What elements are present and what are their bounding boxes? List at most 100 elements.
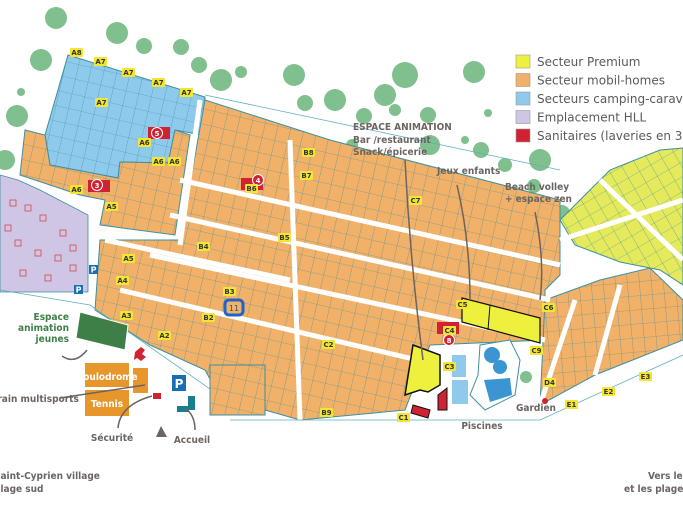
svg-text:P: P	[175, 377, 184, 391]
svg-text:B5: B5	[279, 234, 289, 242]
sector-tag-d4[interactable]: D4	[543, 378, 556, 387]
sector-tag-a7[interactable]: A7	[152, 78, 165, 87]
tree-gardien	[520, 371, 532, 383]
sector-tag-a7[interactable]: A7	[122, 68, 135, 77]
sector-tag-c4[interactable]: C4	[443, 326, 456, 335]
svg-text:A8: A8	[71, 49, 81, 57]
svg-text:C4: C4	[444, 327, 454, 335]
label-village-2: plage sud	[0, 484, 43, 495]
svg-text:E3: E3	[641, 373, 651, 381]
sector-tag-c3[interactable]: C3	[443, 362, 456, 371]
svg-text:B8: B8	[303, 149, 313, 157]
svg-text:11: 11	[229, 304, 239, 313]
label-piscines: Piscines	[461, 421, 502, 432]
sector-tag-a4[interactable]: A4	[116, 276, 129, 285]
sector-tag-b3[interactable]: B3	[223, 287, 236, 296]
svg-text:A3: A3	[121, 312, 131, 320]
label-jeunes-3: jeunes	[35, 334, 69, 345]
svg-text:A6: A6	[139, 139, 149, 147]
sector-tag-b4[interactable]: B4	[197, 242, 210, 251]
label-jeux-enfants: Jeux enfants	[436, 166, 500, 177]
boulodrome-court[interactable]	[85, 363, 129, 387]
sector-tag-a6[interactable]: A6	[70, 185, 83, 194]
sector-tag-b5[interactable]: B5	[278, 233, 291, 242]
legend-label: Sanitaires (laveries en 3	[537, 129, 682, 143]
sector-tag-c7[interactable]: C7	[409, 196, 422, 205]
sector-tag-a3[interactable]: A3	[120, 311, 133, 320]
sector-tag-a6[interactable]: A6	[168, 157, 181, 166]
sector-tag-a6[interactable]: A6	[138, 138, 151, 147]
label-boulodrome: Boulodrome	[76, 372, 137, 383]
svg-text:C2: C2	[323, 341, 333, 349]
svg-text:3: 3	[95, 182, 100, 190]
sector-tag-c5[interactable]: C5	[456, 300, 469, 309]
label-vers-1: Vers le g	[648, 471, 683, 482]
sector-tag-b8[interactable]: B8	[302, 148, 315, 157]
label-jeunes-2: animation	[18, 323, 69, 334]
tennis-court[interactable]	[85, 390, 129, 416]
svg-text:5: 5	[155, 130, 160, 138]
label-tennis: Tennis	[91, 399, 123, 410]
sector-tag-a8[interactable]: A8	[70, 48, 83, 57]
sector-tag-e1[interactable]: E1	[565, 400, 578, 409]
accueil-building[interactable]	[188, 396, 195, 410]
svg-text:D4: D4	[544, 379, 555, 387]
svg-text:B2: B2	[203, 314, 213, 322]
gardien-marker	[542, 398, 548, 404]
sector-tag-a7[interactable]: A7	[180, 88, 193, 97]
sector-tag-c1[interactable]: C1	[397, 413, 410, 422]
sector-tag-a5[interactable]: A5	[122, 254, 135, 263]
sector-tag-a5[interactable]: A5	[105, 202, 118, 211]
sector-tag-b6[interactable]: B6	[245, 184, 258, 193]
zone-hll	[0, 174, 89, 293]
b100-block	[209, 364, 266, 416]
sector-tag-b2[interactable]: B2	[202, 313, 215, 322]
sector-tag-a2[interactable]: A2	[158, 331, 171, 340]
label-vers-2: et les plages no	[624, 484, 683, 495]
svg-text:A2: A2	[159, 332, 169, 340]
sector-tag-a6[interactable]: A6	[152, 157, 165, 166]
svg-text:C6: C6	[543, 304, 553, 312]
securite-post[interactable]	[153, 393, 161, 399]
svg-text:4: 4	[256, 177, 261, 185]
zone-premium-east	[559, 147, 683, 286]
sector-tag-a7[interactable]: A7	[94, 57, 107, 66]
sector-tag-c9[interactable]: C9	[530, 346, 543, 355]
label-snack: Snack/épicerie	[353, 146, 427, 158]
sanitaire-block-3[interactable]: 3	[88, 179, 110, 193]
svg-text:A7: A7	[153, 79, 163, 87]
label-espace-zen: + espace zen	[505, 194, 572, 205]
restaurant-building-icon	[134, 347, 146, 361]
svg-text:8: 8	[447, 337, 452, 345]
parking-icons[interactable]: P P P	[74, 265, 186, 391]
espace-animation-jeunes-field[interactable]	[75, 311, 129, 351]
svg-text:A7: A7	[95, 58, 105, 66]
sector-tag-b7[interactable]: B7	[300, 171, 313, 180]
espace-animation-building[interactable]	[404, 343, 441, 397]
selected-plot-highlight[interactable]: 11	[223, 298, 245, 317]
label-accueil: Accueil	[174, 435, 210, 446]
legend-label: Secteur mobil-homes	[537, 74, 665, 88]
sector-tag-a7[interactable]: A7	[95, 98, 108, 107]
sanitaire-block-5[interactable]: 5	[148, 127, 170, 139]
streets	[104, 99, 683, 421]
sector-tag-e2[interactable]: E2	[602, 387, 615, 396]
svg-text:A4: A4	[117, 277, 127, 285]
svg-text:A7: A7	[96, 99, 106, 107]
svg-text:A7: A7	[181, 89, 191, 97]
accueil-annex	[177, 406, 189, 412]
svg-text:C5: C5	[457, 301, 467, 309]
place-labels: ESPACE ANIMATION Bar /restaurant Snack/é…	[0, 122, 683, 495]
sector-tag-e3[interactable]: E3	[639, 372, 652, 381]
sector-tag-c6[interactable]: C6	[542, 303, 555, 312]
legend-swatch	[515, 54, 531, 69]
sector-tag-c2[interactable]: C2	[322, 340, 335, 349]
sector-tag-b9[interactable]: B9	[320, 408, 333, 417]
jeux-beach-area[interactable]	[461, 297, 541, 344]
swimming-pools[interactable]	[452, 339, 521, 411]
svg-text:C1: C1	[398, 414, 408, 422]
svg-text:C9: C9	[531, 347, 541, 355]
legend-swatch	[515, 91, 531, 106]
